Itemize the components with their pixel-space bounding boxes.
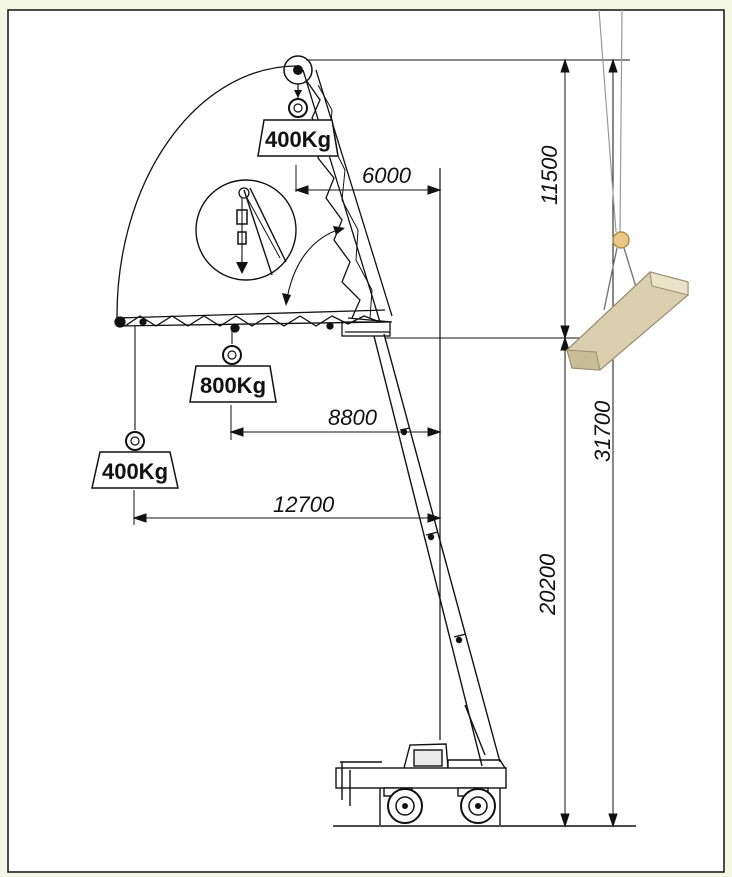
- dimension-jib-radius-long: 12700: [273, 492, 335, 517]
- suspended-timber-load: [566, 9, 689, 371]
- dimension-height-total: 31700: [590, 400, 615, 462]
- jib-angle-arc: [285, 227, 344, 305]
- carrier-wheel-rear: [460, 788, 496, 824]
- jib-tip-sheave-hub: [293, 65, 303, 75]
- drawing-frame: [7, 9, 725, 873]
- load-label-jib-tip: 400Kg: [265, 127, 331, 152]
- lattice-jib-horizontal: [114, 309, 386, 333]
- hook-detail-inset: [195, 179, 297, 281]
- lattice-jib-raised: [302, 69, 393, 337]
- dimension-jib-radius-short: 6000: [362, 163, 412, 188]
- jib-swing-arc: [116, 65, 297, 319]
- load-label-jib-mid: 800Kg: [200, 373, 266, 398]
- load-label-jib-far: 400Kg: [102, 459, 168, 484]
- vertical-dimensions: [306, 58, 630, 828]
- jib-angle-arrow: [282, 293, 291, 306]
- crane-carrier: [335, 743, 507, 825]
- jib-tip-cable-arrow: [294, 90, 302, 98]
- dimension-height-jib-extension: 11500: [537, 145, 562, 205]
- dimension-height-main-boom: 20200: [535, 553, 560, 616]
- weight-jib-tip: [257, 98, 339, 157]
- weight-jib-mid: [189, 345, 277, 403]
- carrier-wheel-front: [387, 788, 423, 824]
- dimension-jib-radius-mid: 8800: [328, 405, 378, 430]
- main-boom: [373, 333, 501, 767]
- jib-angle-arrow-top: [333, 226, 345, 235]
- weight-jib-far: [91, 431, 179, 489]
